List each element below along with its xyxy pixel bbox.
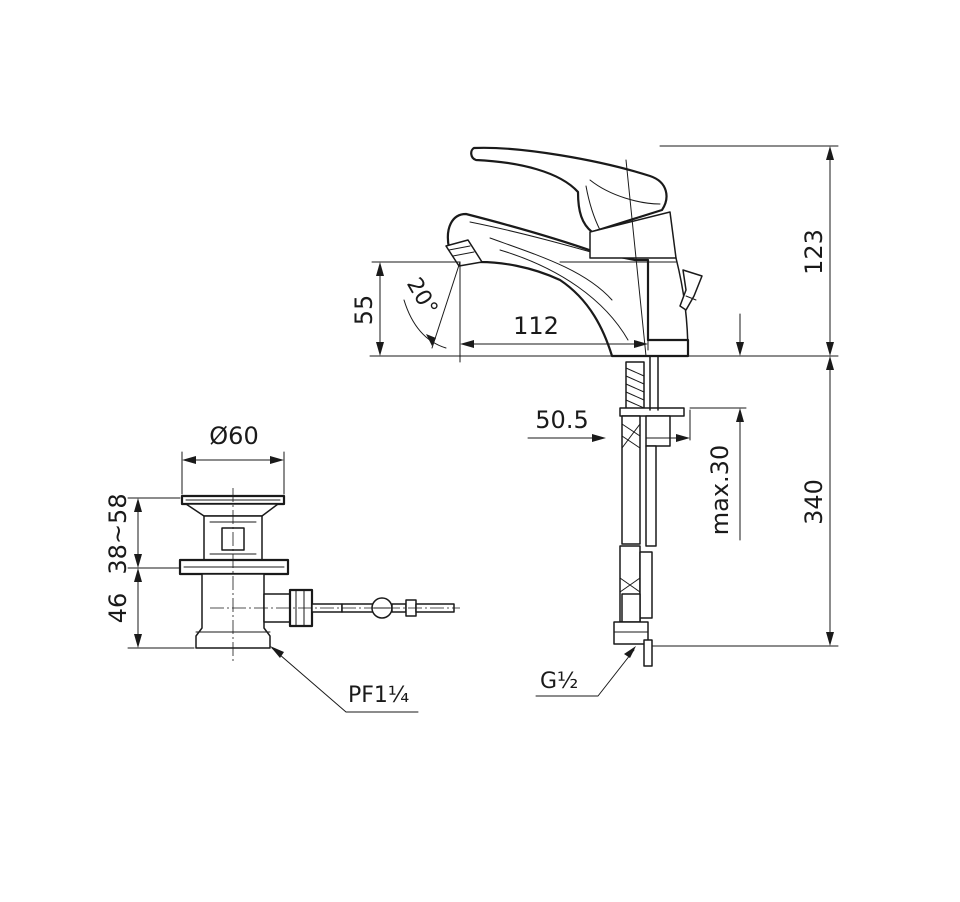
dim-waste-range: 38~58 [104, 493, 132, 574]
dim-waste-thread: PF1¼ [348, 683, 409, 708]
waste-dimensions [127, 451, 419, 713]
dim-mount-offset: 50.5 [535, 406, 588, 434]
dim-height-lower: 340 [800, 479, 828, 525]
dim-spout-angle: 20° [401, 274, 442, 320]
dim-spout-reach: 112 [513, 312, 559, 340]
dim-height-upper: 123 [800, 229, 828, 275]
dim-waste-diameter: Ø60 [209, 422, 258, 450]
dim-connection-thread: G½ [540, 669, 578, 694]
dim-spout-height: 55 [350, 295, 378, 326]
faucet-mounting [369, 355, 791, 667]
dim-waste-height: 46 [104, 593, 132, 624]
dim-max-thickness: max.30 [706, 445, 734, 535]
waste-assembly [178, 488, 460, 664]
faucet-body [445, 146, 703, 358]
faucet-dimensions [371, 145, 839, 697]
